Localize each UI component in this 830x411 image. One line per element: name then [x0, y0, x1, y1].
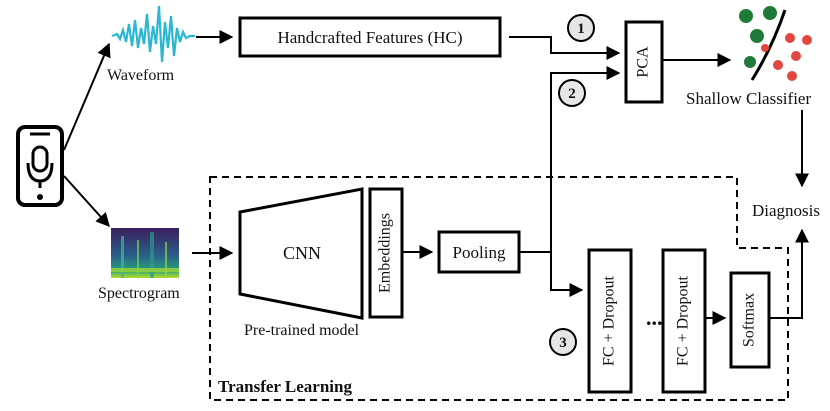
smartphone-microphone-icon — [16, 125, 64, 207]
waveform-icon — [111, 5, 195, 63]
cnn-label: CNN — [283, 243, 321, 263]
step-3-badge — [549, 328, 577, 356]
step-3-label: 3 — [559, 335, 567, 351]
waveform-label: Waveform — [107, 67, 175, 84]
spectrogram-icon — [111, 228, 179, 278]
embeddings-box — [368, 187, 404, 319]
classifier-scatter-icon — [739, 6, 812, 81]
transfer-learning-label: Transfer Learning — [218, 377, 352, 396]
pooling-box — [437, 230, 521, 274]
diagnosis-label: Diagnosis — [752, 201, 820, 220]
fc-dropout-box-1 — [587, 248, 633, 394]
arrow-softmax-to-diagnosis — [769, 228, 809, 319]
arrow-hc-to-pca — [509, 36, 621, 60]
step-2-label: 2 — [568, 86, 576, 102]
handcrafted-features-label: Handcrafted Features (HC) — [277, 28, 462, 47]
arrow-pooling-to-pca — [550, 66, 621, 252]
spectrogram-label: Spectrogram — [98, 285, 180, 302]
arrow-pooling-to-fc — [550, 252, 584, 297]
arrow-phone-to-spectrogram — [63, 175, 110, 228]
fc-dropout-box-2 — [661, 248, 707, 394]
softmax-label: Softmax — [741, 293, 758, 347]
shallow-classifier-label: Shallow Classifier — [686, 89, 811, 108]
ellipsis-label: ... — [646, 305, 663, 330]
step-1-label: 1 — [577, 21, 585, 37]
pca-label: PCA — [635, 46, 652, 78]
embeddings-label: Embeddings — [377, 213, 394, 293]
cnn-block — [238, 187, 364, 320]
fc-dropout-label-2: FC + Dropout — [675, 275, 692, 365]
pretrained-model-label: Pre-trained model — [244, 322, 360, 339]
step-1-badge — [567, 14, 595, 42]
transfer-learning-region — [209, 176, 789, 401]
fc-dropout-label-1: FC + Dropout — [601, 275, 618, 365]
pca-box — [624, 20, 664, 104]
arrow-phone-to-waveform — [63, 42, 111, 151]
softmax-box — [729, 271, 771, 369]
step-2-badge — [558, 79, 586, 107]
handcrafted-features-box — [238, 16, 502, 58]
pooling-label: Pooling — [453, 243, 506, 262]
